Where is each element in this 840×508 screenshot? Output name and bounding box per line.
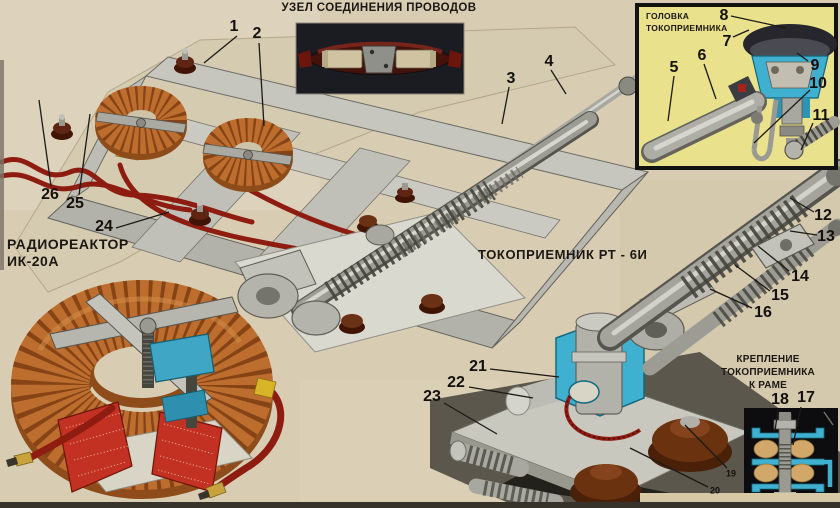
callout-2: 2 — [252, 25, 262, 42]
callout-14: 14 — [791, 268, 809, 285]
callout-20: 20 — [709, 485, 721, 496]
junction-clamp — [361, 45, 397, 74]
callout-23: 23 — [423, 388, 441, 405]
callout-24: 24 — [95, 218, 113, 235]
callout-10: 10 — [809, 75, 827, 92]
mount-inset-box — [744, 408, 838, 498]
reactor-clamp-cyan — [149, 333, 215, 383]
callout-9: 9 — [810, 57, 820, 74]
callout-17: 17 — [797, 389, 815, 406]
photo-edges — [0, 60, 840, 508]
main-spring-coil — [324, 180, 496, 302]
lower-arm-spring — [712, 238, 818, 328]
mount-pipe-cyan — [818, 459, 833, 487]
collector-title: ТОКОПРИЕМНИК РТ - 6И — [478, 247, 648, 262]
reactor-cables-red — [6, 377, 285, 500]
callout-19: 19 — [725, 468, 737, 479]
callout-1: 1 — [229, 18, 239, 35]
callout-21: 21 — [469, 358, 487, 375]
mount-label-line2: ТОКОПРИЕМНИКА — [721, 367, 815, 378]
radio-reactor-label-line2: ИК-20А — [7, 253, 59, 269]
callout-22: 22 — [447, 374, 465, 391]
radio-reactor-coil-left — [95, 86, 187, 160]
callout-4: 4 — [544, 53, 554, 70]
callout-11: 11 — [812, 107, 830, 124]
callout-5: 5 — [669, 59, 679, 76]
base-insulator-big — [648, 416, 732, 472]
winding-cross-sections — [57, 401, 223, 493]
callout-3: 3 — [506, 70, 516, 87]
callout-15: 15 — [771, 287, 789, 304]
head-inset-box — [635, 3, 840, 170]
radio-reactor-label: РАДИОРЕАКТОР ИК-20А — [7, 236, 129, 270]
callout-13: 13 — [817, 228, 835, 245]
callout-25: 25 — [66, 195, 84, 212]
wire-junction-title: УЗЕЛ СОЕДИНЕНИЯ ПРОВОДОВ — [281, 2, 477, 14]
callout-12: 12 — [814, 207, 832, 224]
mount-label: КРЕПЛЕНИЕ ТОКОПРИЕМНИКА К РАМЕ — [721, 353, 815, 392]
head-inset-label-line2: ТОКОПРИЕМНИКА — [646, 23, 728, 33]
callout-18: 18 — [771, 391, 789, 408]
radio-reactor-cutaway-illustration — [6, 280, 285, 500]
central-spring-mechanism-illustration — [234, 66, 652, 353]
callout-26: 26 — [41, 186, 59, 203]
frame-insulators — [51, 48, 415, 226]
callout-6: 6 — [697, 47, 707, 64]
wire-junction-inset — [295, 22, 465, 95]
callout-7: 7 — [722, 33, 732, 50]
mount-label-line1: КРЕПЛЕНИЕ — [736, 354, 800, 365]
head-inset-label: ГОЛОВКА ТОКОПРИЕМНИКА — [646, 10, 728, 34]
radio-reactor-label-line1: РАДИОРЕАКТОР — [7, 236, 129, 252]
radio-reactor-coil-right — [202, 118, 293, 192]
upper-arm-spring — [680, 193, 810, 299]
callout-8: 8 — [719, 7, 729, 24]
head-inset-label-line1: ГОЛОВКА — [646, 11, 690, 21]
callout-16: 16 — [754, 304, 772, 321]
leader-lines — [38, 15, 818, 488]
base-insulator-mid — [570, 464, 642, 508]
mount-label-line3: К РАМЕ — [748, 380, 788, 391]
